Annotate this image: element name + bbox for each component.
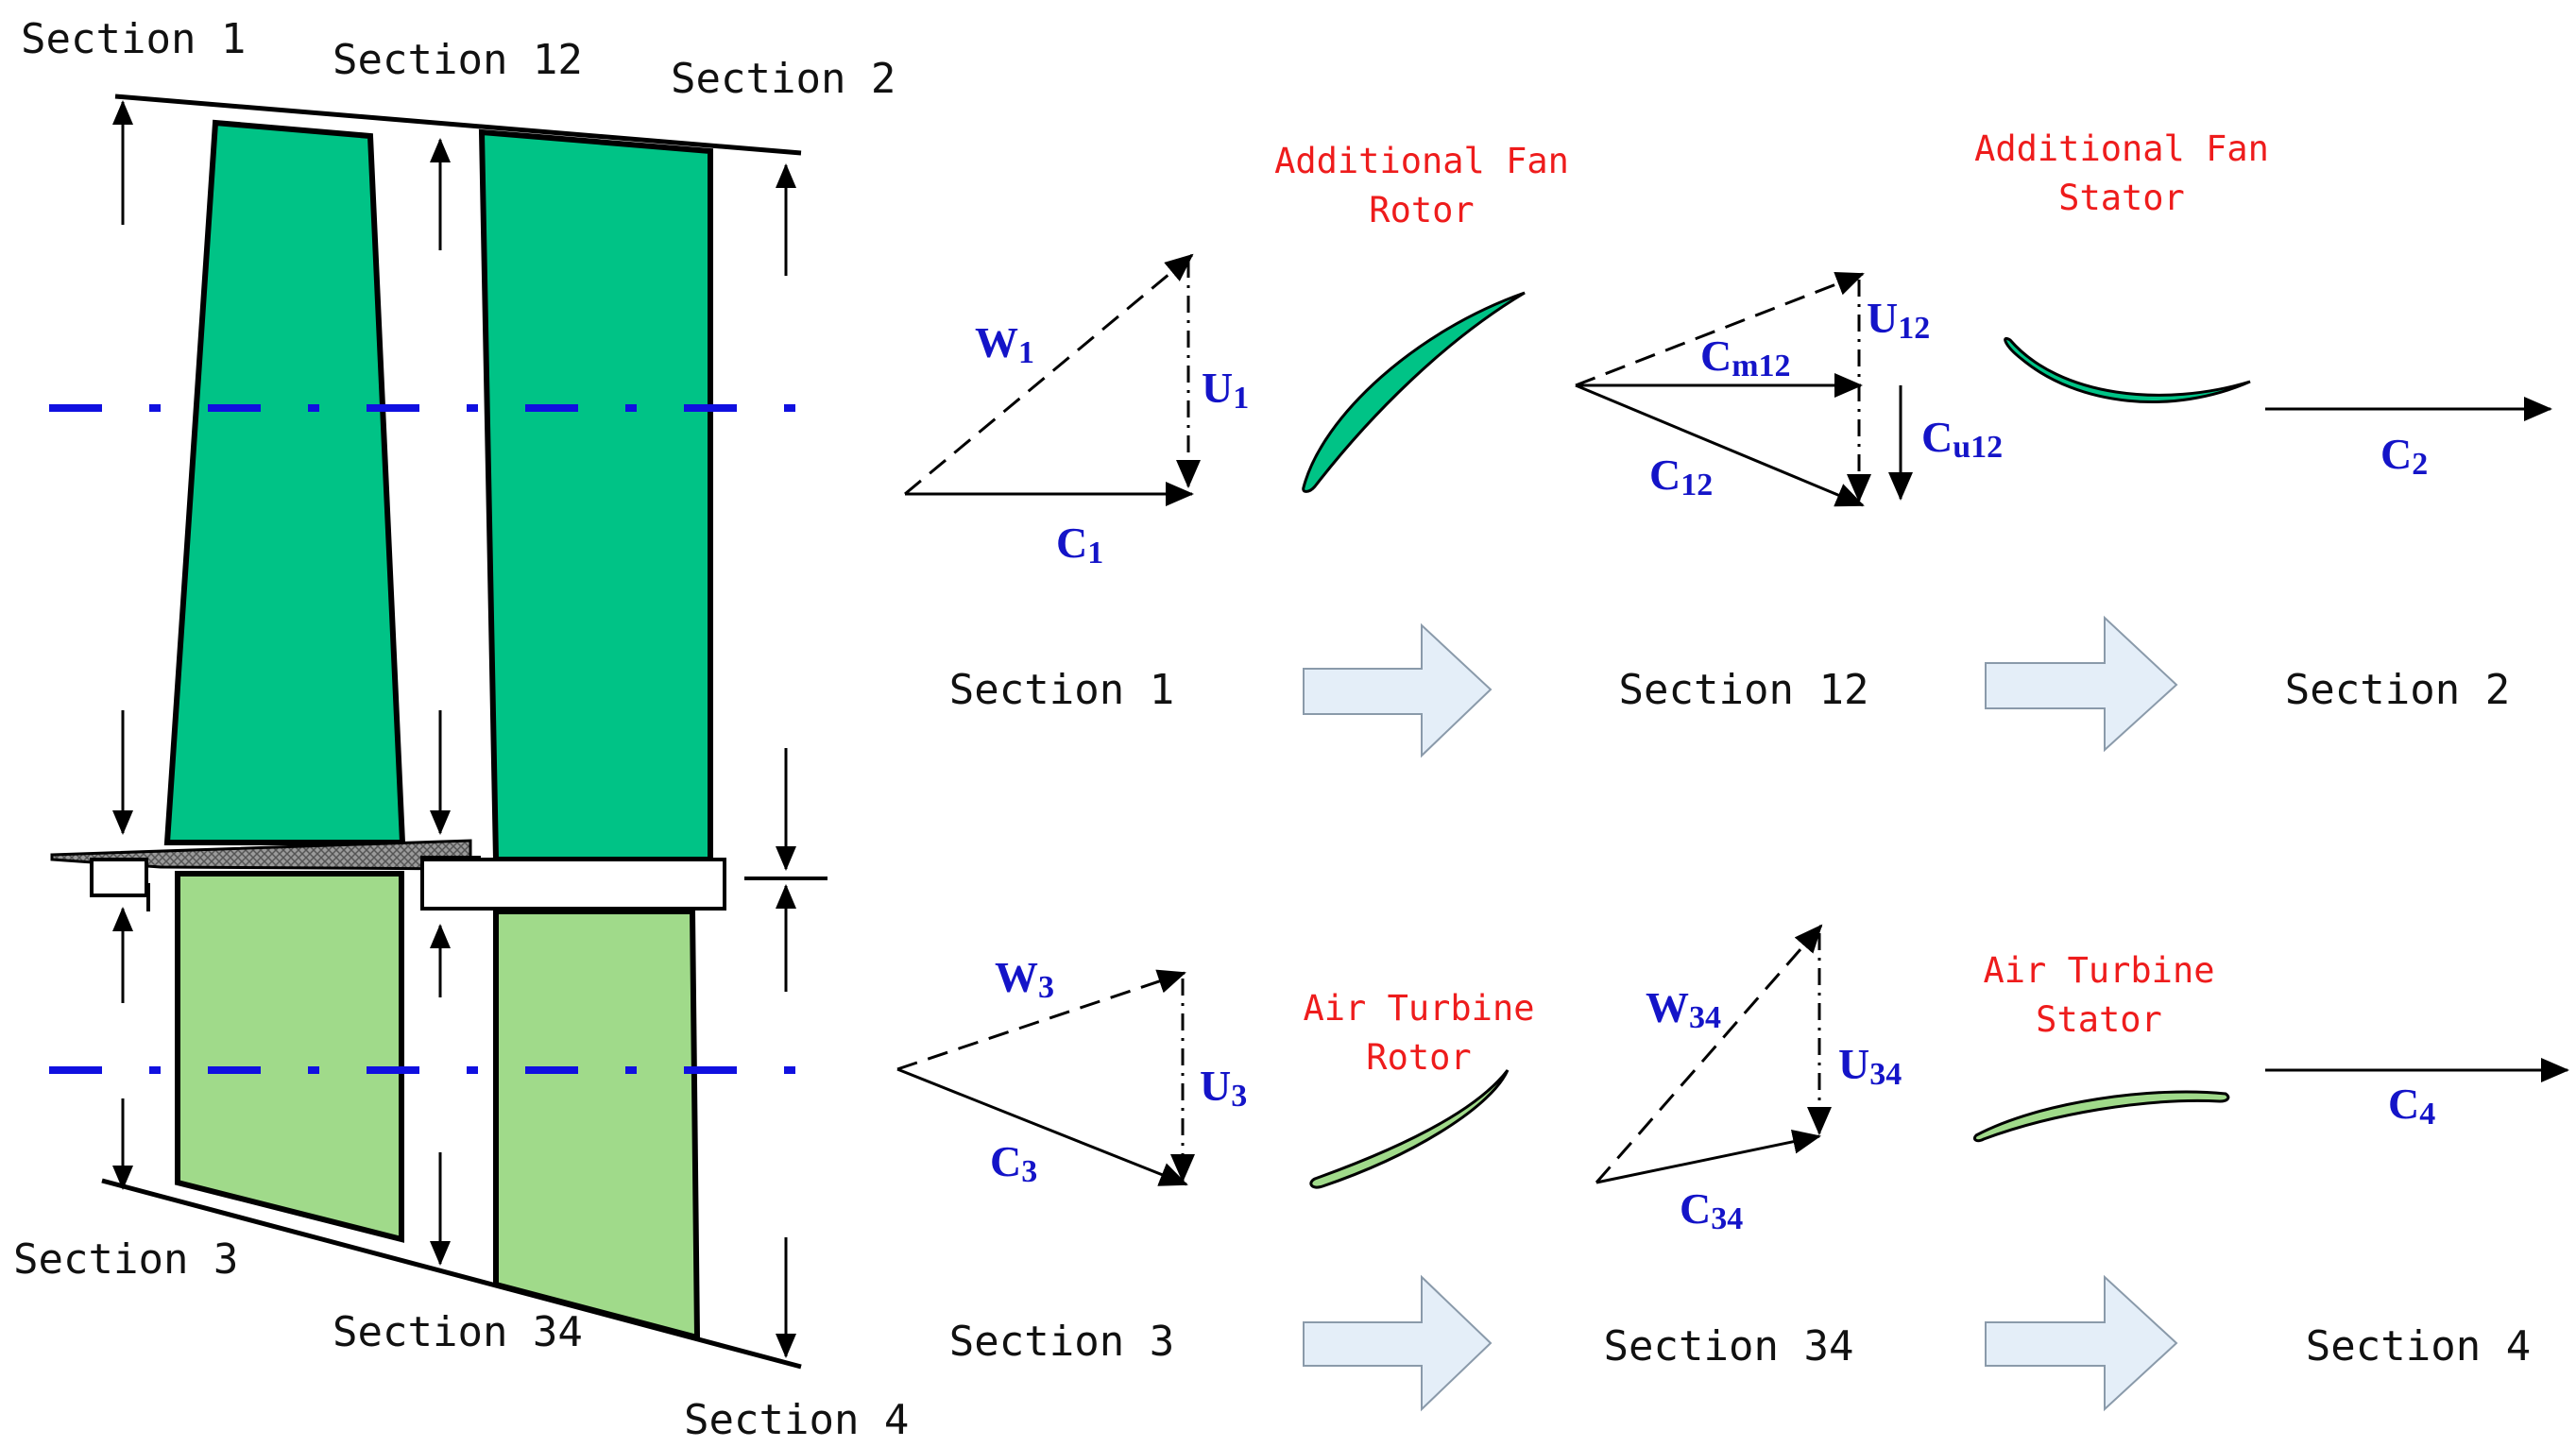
vector-cu12-label: Cu12 — [1921, 413, 2003, 465]
splitter-seal-left — [90, 858, 148, 897]
flow-section-3-caption: Section 3 — [949, 1318, 1174, 1366]
vector-u34-label: U34 — [1838, 1040, 1902, 1092]
flow-arrow-2 — [1985, 615, 2178, 753]
vector-c2-label: C2 — [2380, 430, 2428, 482]
fan-stator-subtitle: Stator — [2058, 178, 2185, 218]
fan-rotor-title: Additional Fan — [1274, 141, 1569, 181]
splitter-ring — [420, 858, 726, 911]
section-34-label: Section 34 — [333, 1308, 583, 1356]
turbine-stator-subtitle: Stator — [2036, 999, 2162, 1040]
section-12-label: Section 12 — [333, 36, 583, 84]
turbine-stator-airfoil — [1972, 1090, 2230, 1143]
fan-rotor-airfoil — [1302, 291, 1526, 493]
fan-row: W1 U1 C1 Additional Fan Rotor U12 Cm12 C… — [904, 128, 2552, 758]
vector-w3-label: W3 — [995, 953, 1054, 1005]
fan-rotor-blade — [163, 119, 406, 845]
turbine-row: W3 U3 C3 Air Turbine Rotor W34 U34 C34 A… — [896, 924, 2569, 1412]
flow-section-4-caption: Section 4 — [2306, 1322, 2531, 1370]
flow-section-2-caption: Section 2 — [2285, 666, 2510, 714]
velocity-triangle-section-12: U12 Cm12 Cu12 C12 — [1575, 272, 2003, 507]
section-4-label: Section 4 — [684, 1396, 909, 1444]
flow-arrow-4 — [1985, 1274, 2178, 1412]
section-3-label: Section 3 — [13, 1235, 238, 1284]
vector-w1-label: W1 — [975, 318, 1034, 370]
flow-arrow-3 — [1303, 1274, 1493, 1412]
meridional-view: Section 1 Section 12 Section 2 Section 3… — [13, 15, 909, 1444]
fan-stator-title: Additional Fan — [1974, 128, 2269, 169]
turbine-stator-blade — [493, 909, 701, 1341]
turbine-stator-title: Air Turbine — [1983, 950, 2214, 991]
turbine-rotor-subtitle: Rotor — [1366, 1037, 1471, 1078]
vector-c4-label: C4 — [2388, 1080, 2435, 1132]
vector-w34-label: W34 — [1646, 983, 1721, 1035]
flow-section-1-caption: Section 1 — [949, 666, 1174, 714]
turbine-rotor-airfoil — [1309, 1069, 1510, 1189]
vector-u1-label: U1 — [1202, 364, 1249, 416]
section-1-label: Section 1 — [21, 15, 246, 63]
vector-u12-label: U12 — [1867, 294, 1930, 346]
vector-c12-label: C12 — [1649, 451, 1713, 502]
section-2-label: Section 2 — [671, 55, 896, 103]
fan-rotor-subtitle: Rotor — [1369, 190, 1474, 230]
turbine-rotor-blade — [175, 871, 404, 1243]
flow-arrow-1 — [1303, 622, 1493, 758]
vector-c3-label: C3 — [990, 1137, 1037, 1189]
flow-section-12-caption: Section 12 — [1619, 666, 1869, 714]
vector-u3-label: U3 — [1200, 1062, 1247, 1114]
velocity-triangle-section-1: W1 U1 C1 — [904, 253, 1249, 570]
flow-section-34-caption: Section 34 — [1604, 1322, 1854, 1370]
turbine-rotor-title: Air Turbine — [1303, 988, 1534, 1029]
casing-top-line — [114, 94, 802, 156]
fan-stator-airfoil — [2004, 337, 2251, 403]
vector-c34-label: C34 — [1680, 1184, 1743, 1236]
fan-stator-blade — [478, 128, 713, 862]
vector-c1-label: C1 — [1056, 519, 1103, 570]
velocity-triangle-section-3: W3 U3 C3 — [896, 953, 1247, 1189]
velocity-triangle-section-34: W34 U34 C34 — [1595, 924, 1902, 1236]
vector-cm12-label: Cm12 — [1700, 332, 1791, 383]
splitter-plate — [50, 839, 472, 871]
